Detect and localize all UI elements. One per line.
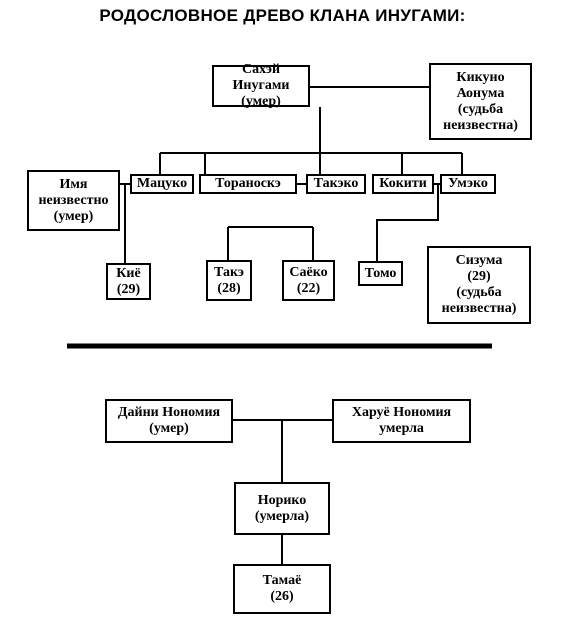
person-kokiti: Кокити [372, 174, 434, 194]
person-kikuno: Кикуно Аонума (судьба неизвестна) [429, 63, 532, 140]
person-sahei-name: Сахэй Инугами [232, 62, 290, 93]
person-kikuno-line4: неизвестна) [443, 117, 518, 133]
person-takeko-name: Такэко [313, 176, 359, 191]
person-harue-name: Харуё Нономия [351, 405, 452, 420]
person-toranosuke-name: Тораноскэ [215, 176, 281, 191]
person-sahei: Сахэй Инугами (умер) [212, 62, 310, 109]
person-saeko: Саёко (22) [282, 260, 335, 301]
person-take-name: Такэ [214, 264, 244, 280]
person-kikuno-line3: (судьба [457, 101, 504, 117]
person-noriko: Норико (умерла) [234, 482, 330, 535]
person-tamae: Тамаё (26) [233, 564, 331, 614]
person-umeko: Умэко [440, 174, 496, 194]
person-tomo: Томо [358, 261, 403, 286]
person-kie-name: Киё [116, 265, 141, 281]
person-saeko-age: (22) [296, 280, 321, 296]
person-unknown: Имя неизвестно (умер) [27, 170, 120, 231]
person-kie-age: (29) [116, 281, 141, 297]
person-tamae-name: Тамаё [262, 573, 302, 588]
person-sizuma-line4: неизвестна) [441, 301, 517, 316]
person-toranosuke: Тораноскэ [199, 174, 297, 194]
person-noriko-name: Норико [257, 492, 307, 508]
line-to-tomo [376, 184, 439, 262]
person-unknown-line1: Имя [59, 176, 88, 192]
person-harue: Харуё Нономия умерла [332, 399, 471, 443]
person-daini: Дайни Нономия (умер) [105, 399, 233, 443]
person-sahei-note: (умер) [241, 94, 281, 109]
person-kikuno-line1: Кикуно [456, 69, 505, 85]
person-noriko-note: (умерла) [254, 508, 310, 524]
person-sizuma: Сизума (29) (судьба неизвестна) [427, 246, 531, 324]
person-tamae-age: (26) [270, 589, 294, 604]
person-daini-name: Дайни Нономия [117, 405, 221, 420]
person-unknown-line2: неизвестно [38, 192, 109, 208]
person-harue-note: умерла [379, 421, 424, 436]
person-kie: Киё (29) [106, 263, 151, 300]
person-saeko-name: Саёко [289, 264, 328, 280]
person-takeko: Такэко [306, 174, 366, 194]
person-sizuma-line2: (29) [467, 269, 491, 284]
person-umeko-name: Умэко [448, 176, 488, 191]
person-sizuma-line3: (судьба [456, 285, 502, 300]
person-take-age: (28) [217, 280, 241, 296]
person-matsuko: Мацуко [130, 174, 194, 194]
diagram-title: РОДОСЛОВНОЕ ДРЕВО КЛАНА ИНУГАМИ: [99, 6, 466, 25]
person-tomo-name: Томо [364, 265, 397, 281]
person-kikuno-line2: Аонума [456, 85, 505, 101]
person-unknown-line3: (умер) [53, 208, 94, 224]
person-daini-note: (умер) [149, 421, 189, 436]
person-take: Такэ (28) [206, 260, 252, 301]
person-sizuma-line1: Сизума [455, 253, 503, 268]
person-kokiti-name: Кокити [379, 176, 427, 191]
person-matsuko-name: Мацуко [136, 176, 188, 191]
